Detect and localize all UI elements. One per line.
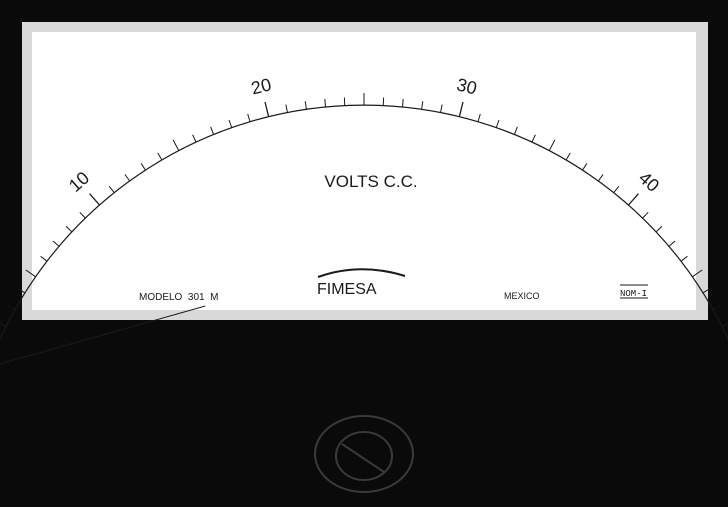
scale-label: 10 bbox=[65, 168, 93, 196]
scale-tick bbox=[65, 225, 73, 233]
scale-tick bbox=[192, 134, 197, 143]
scale-tick bbox=[285, 104, 288, 113]
scale-tick bbox=[210, 126, 215, 135]
zero-adjust-screw[interactable] bbox=[314, 414, 414, 494]
scale-label: 30 bbox=[455, 74, 479, 98]
scale-tick bbox=[402, 98, 404, 107]
scale-tick bbox=[304, 101, 307, 110]
brand-logo: FIMESA bbox=[317, 268, 406, 298]
scale-tick bbox=[25, 269, 36, 278]
scale-tick bbox=[7, 305, 16, 310]
scale-tick bbox=[548, 139, 556, 151]
scale-tick bbox=[247, 113, 251, 122]
scale-tick bbox=[228, 119, 233, 128]
scale-tick bbox=[458, 101, 464, 117]
scale-arc bbox=[0, 104, 728, 341]
scale-arc-line bbox=[0, 104, 728, 341]
scale-tick bbox=[477, 113, 481, 122]
scale-tick bbox=[79, 211, 86, 219]
scale-tick bbox=[702, 288, 711, 294]
scale-tick bbox=[264, 101, 270, 117]
scale-tick bbox=[668, 240, 676, 247]
dial-face bbox=[32, 32, 696, 310]
scale-tick bbox=[324, 98, 326, 107]
scale-tick bbox=[157, 152, 163, 161]
scale-tick bbox=[582, 163, 588, 171]
scale-tick bbox=[680, 255, 688, 262]
scale-ticks bbox=[0, 93, 728, 327]
scale-label: 20 bbox=[249, 74, 273, 98]
scale-tick bbox=[692, 269, 703, 278]
scale-tick bbox=[642, 211, 649, 219]
scale-tick bbox=[89, 193, 100, 206]
scale-tick bbox=[440, 104, 443, 113]
scale-tick bbox=[140, 163, 146, 171]
scale-tick bbox=[124, 174, 131, 182]
origin-label: MEXICO bbox=[504, 291, 540, 301]
scale-tick bbox=[565, 152, 571, 161]
scale-tick bbox=[172, 139, 180, 151]
scale-tick bbox=[108, 185, 115, 193]
scale-tick bbox=[597, 174, 604, 182]
zero-adjust-icon bbox=[314, 415, 414, 493]
scale-tick bbox=[628, 193, 639, 206]
scale-tick bbox=[421, 101, 424, 110]
scale-tick bbox=[513, 126, 518, 135]
meter-needle bbox=[0, 305, 206, 365]
scale-label: 40 bbox=[635, 168, 663, 196]
scale-tick bbox=[40, 255, 48, 262]
brand-label: FIMESA bbox=[317, 281, 377, 298]
scale-tick bbox=[655, 225, 663, 233]
scale-tick bbox=[52, 240, 60, 247]
scale-tick bbox=[17, 288, 26, 294]
scale-tick bbox=[495, 119, 500, 128]
model-label: MODELO 301 M bbox=[139, 292, 218, 303]
scale-tick bbox=[613, 185, 620, 193]
scale-labels: 01020304050 bbox=[65, 74, 663, 196]
standard-label: NOM-I bbox=[620, 289, 647, 299]
unit-label: VOLTS C.C. bbox=[324, 172, 417, 191]
scale-tick bbox=[721, 322, 728, 327]
scale-tick bbox=[531, 134, 536, 143]
standard-mark: NOM-I bbox=[620, 284, 648, 299]
scale-tick bbox=[0, 322, 7, 327]
scale-tick bbox=[712, 305, 721, 310]
